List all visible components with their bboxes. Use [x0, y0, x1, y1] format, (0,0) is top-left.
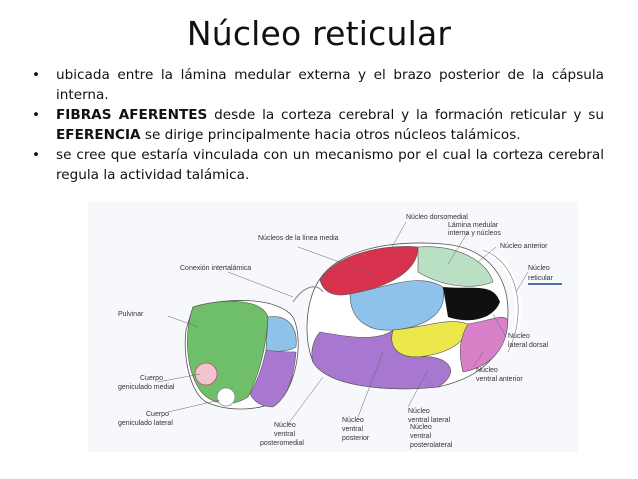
label-lateral-dorsal-1: Núcleo: [508, 333, 530, 340]
label-vpm-3: posteromedial: [260, 440, 304, 447]
label-vpm-2: ventral: [274, 431, 295, 438]
bullet-bold-text: EFERENCIA: [56, 126, 141, 143]
medial-geniculate-body: [194, 362, 218, 386]
label-vp-2: ventral: [342, 426, 363, 433]
label-gen-medial-2: geniculado medial: [118, 384, 175, 391]
reticular-nucleus-outline: [482, 249, 519, 353]
label-vp-3: posterior: [342, 435, 370, 442]
label-anterior: Núcleo anterior: [500, 243, 548, 250]
bullet-item: • se cree que estaría vinculada con un me…: [32, 146, 604, 185]
label-reticular-1: Núcleo: [528, 265, 550, 272]
label-reticular-2: reticular: [528, 275, 554, 282]
bullet-text: ubicada entre la lámina medular externa …: [56, 67, 604, 103]
interthalamic-adhesion: [292, 286, 324, 303]
bullet-item: • FIBRAS AFERENTES desde la corteza cereb…: [32, 106, 604, 145]
slide-title: Núcleo reticular: [186, 14, 452, 53]
label-gen-lateral-1: Cuerpo: [146, 411, 169, 418]
label-ventral-lateral-2: ventral lateral: [408, 417, 450, 424]
label-pulvinar: Pulvinar: [118, 311, 144, 318]
anterior-nucleus: [417, 246, 494, 287]
bullet-list: • ubicada entre la lámina medular externa…: [32, 66, 604, 186]
label-linea-media: Núcleos de la línea media: [258, 235, 339, 242]
label-ventral-lateral-1: Núcleo: [408, 408, 430, 415]
bullet-dot: •: [32, 107, 41, 123]
dorsomedial-nucleus: [319, 246, 419, 296]
thalamus-diagram-svg: Núcleo dorsomedial Lámina medular intern…: [118, 214, 562, 449]
bullet-item: • ubicada entre la lámina medular externa…: [32, 66, 604, 105]
label-vpl-3: posterolateral: [410, 442, 453, 449]
label-ventral-anterior-2: ventral anterior: [476, 376, 523, 383]
label-vp-1: Núcleo: [342, 417, 364, 424]
label-vpm-1: Núcleo: [274, 422, 296, 429]
label-vpl-1: Núcleo: [410, 424, 432, 431]
ventral-lateral-nucleus: [311, 329, 451, 390]
label-vpl-2: ventral: [410, 433, 431, 440]
label-lamina-2: interna y núcleos: [448, 230, 501, 237]
label-dorsomedial: Núcleo dorsomedial: [406, 214, 468, 221]
label-lamina-1: Lámina medular: [448, 222, 499, 229]
leader-lines: [157, 221, 529, 425]
bullet-bold-text: FIBRAS AFERENTES: [56, 107, 208, 123]
label-intertalamica: Conexión intertalámica: [180, 265, 251, 272]
bullet-text: se dirige principalmente hacia otros núc…: [140, 126, 521, 143]
bullet-text: desde la corteza cerebral y la formación…: [207, 107, 604, 123]
ventral-anterior-nucleus: [459, 316, 509, 373]
lateral-dorsal-nucleus: [443, 287, 500, 321]
label-lateral-dorsal-2: lateral dorsal: [508, 342, 549, 349]
lateral-geniculate-body: [216, 387, 236, 407]
left-ventral-lateral: [249, 349, 297, 408]
thalamus-diagram: Núcleo dorsomedial Lámina medular intern…: [88, 202, 578, 452]
lateral-posterior-nucleus: [349, 280, 445, 331]
label-ventral-anterior-1: Núcleo: [476, 367, 498, 374]
label-gen-medial-1: Cuerpo: [140, 375, 163, 382]
bullet-text: se cree que estaría vinculada con un mec…: [56, 147, 604, 183]
bullet-dot: •: [32, 147, 41, 163]
label-gen-lateral-2: geniculado lateral: [118, 420, 173, 427]
bullet-dot: •: [32, 67, 41, 83]
